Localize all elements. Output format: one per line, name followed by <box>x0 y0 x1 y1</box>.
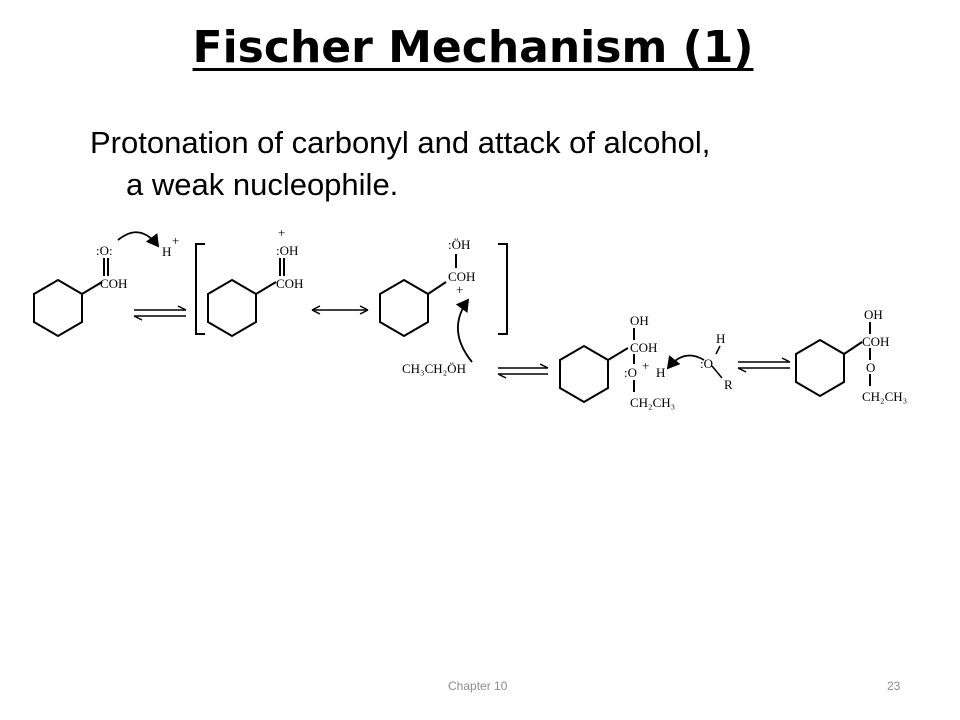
oh-label-3: :ÖH <box>448 237 470 252</box>
oh-label-5: OH <box>864 307 883 322</box>
ethanol-label: CH₃CH₂ÖH <box>402 361 466 376</box>
footer-chapter: Chapter 10 <box>448 679 508 693</box>
equilibrium-arrow-2 <box>497 363 549 379</box>
body-line-2: a weak nucleophile. <box>126 167 399 202</box>
structure-protonated-carbonyl <box>207 258 285 338</box>
resonance-arrow <box>311 305 369 315</box>
page-number: 23 <box>887 679 901 693</box>
carbocation-charge: + <box>456 282 463 297</box>
ethyl-label-4: CH₂CH₃ <box>630 395 675 410</box>
slide-title: Fischer Mechanism (1) <box>192 22 754 73</box>
proton-label: H <box>162 244 171 259</box>
protonated-oh-label: :OH <box>276 243 298 258</box>
equilibrium-arrow-3 <box>737 357 791 373</box>
fischer-mechanism-diagram: :O: COH H + + :OH COH :ÖH COH + CH₃CH₂ÖH <box>33 225 907 410</box>
carbonyl-oxygen-label: :O: <box>96 243 113 258</box>
acid-group-label-3: COH <box>448 269 475 284</box>
ether-o-label: O <box>866 360 875 375</box>
equilibrium-arrow-1 <box>133 305 187 321</box>
oxonium-h-label: H <box>656 365 665 380</box>
oxonium-charge: + <box>278 225 285 240</box>
deprotonation-arrow <box>666 354 705 370</box>
proton-attack-arrow <box>117 231 160 248</box>
oh-label-4: OH <box>630 313 649 328</box>
acid-group-label-2: COH <box>276 276 303 291</box>
structure-carbocation <box>379 254 457 338</box>
proton-charge: + <box>172 233 179 248</box>
oxonium-o-label: :O <box>624 365 637 380</box>
slide-body-text: Protonation of carbonyl and attack of al… <box>90 122 930 206</box>
structure-product <box>795 322 871 398</box>
resonance-bracket <box>195 243 508 335</box>
nucleophile-o-label: :O <box>700 356 713 371</box>
nucleophile-h-label: H <box>716 331 725 346</box>
structure-tetrahedral-intermediate <box>559 328 635 404</box>
acid-group-label-5: COH <box>862 334 889 349</box>
cyclohexane-ring <box>33 278 83 338</box>
oxonium-charge-4: + <box>642 358 649 373</box>
acid-group-label: COH <box>100 276 127 291</box>
structure-carboxylic-acid <box>33 258 109 338</box>
ethyl-label-5: CH₂CH₃ <box>862 389 907 404</box>
acid-group-label-4: COH <box>630 340 657 355</box>
body-line-1: Protonation of carbonyl and attack of al… <box>90 125 711 160</box>
alcohol-attack-arrow <box>455 298 473 363</box>
nucleophile-r-label: R <box>724 377 733 392</box>
nucleophile-bonds <box>711 345 723 379</box>
